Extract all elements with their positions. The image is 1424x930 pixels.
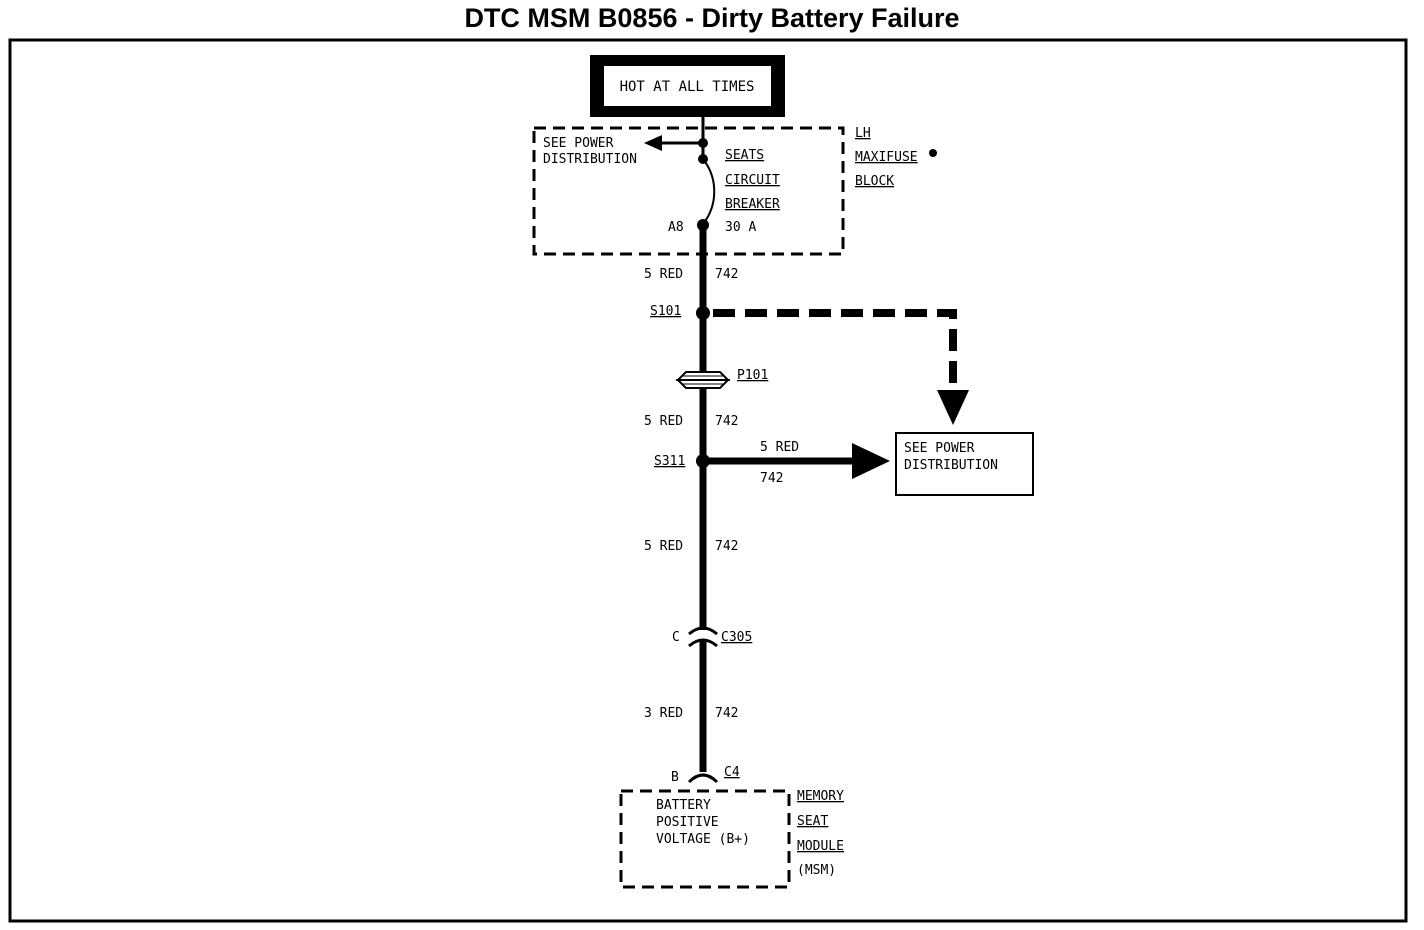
branch-color: 5 RED xyxy=(760,440,799,455)
arrow-left-icon xyxy=(644,135,662,151)
c4-pin: B xyxy=(671,770,679,785)
wire1-color: 5 RED xyxy=(644,267,683,282)
hot-label: HOT AT ALL TIMES xyxy=(620,79,755,95)
msm-name-4: (MSM) xyxy=(797,863,836,878)
wire2-color: 5 RED xyxy=(644,414,683,429)
c4-label: C4 xyxy=(724,765,740,780)
see-power-text-1: SEE POWER xyxy=(543,136,614,151)
block-name-2: MAXIFUSE xyxy=(855,150,918,165)
c305-pin: C xyxy=(672,630,680,645)
p101-label: P101 xyxy=(737,368,768,383)
msm-pin-line-1: BATTERY xyxy=(656,798,711,813)
grommet-p101 xyxy=(675,371,731,389)
msm-pin-line-3: VOLTAGE (B+) xyxy=(656,832,750,847)
arrow-right-icon xyxy=(852,443,890,479)
c305-label: C305 xyxy=(721,630,752,645)
maxifuse-block-outline xyxy=(532,126,845,256)
breaker-label-3: BREAKER xyxy=(725,197,780,212)
breaker-rating: 30 A xyxy=(725,220,756,235)
wire3-circuit: 742 xyxy=(715,539,738,554)
wire1-circuit: 742 xyxy=(715,267,738,282)
wire4-circuit: 742 xyxy=(715,706,738,721)
block-name-1: LH xyxy=(855,126,871,141)
branch-circuit: 742 xyxy=(760,471,783,486)
dashed-branch-wire xyxy=(713,309,957,395)
breaker-label-2: CIRCUIT xyxy=(725,173,780,188)
breaker-label-1: SEATS xyxy=(725,148,764,163)
power-distribution-box: SEE POWER DISTRIBUTION xyxy=(895,432,1034,496)
bullet-icon xyxy=(929,149,937,157)
s311-label: S311 xyxy=(654,454,685,469)
wire2-circuit: 742 xyxy=(715,414,738,429)
wire3-color: 5 RED xyxy=(644,539,683,554)
block-name-3: BLOCK xyxy=(855,174,894,189)
terminal-a8: A8 xyxy=(668,220,684,235)
wire4-color: 3 RED xyxy=(644,706,683,721)
circuit-breaker-symbol xyxy=(702,158,716,225)
connector-c305 xyxy=(688,626,718,648)
msm-name-2: SEAT xyxy=(797,814,828,829)
hot-at-all-times-box: HOT AT ALL TIMES xyxy=(590,55,785,117)
diagram-title: DTC MSM B0856 - Dirty Battery Failure xyxy=(464,3,960,33)
connector-c4 xyxy=(687,773,719,784)
s101-label: S101 xyxy=(650,304,681,319)
power-dist-line-1: SEE POWER xyxy=(904,441,975,456)
diagram-frame xyxy=(8,38,1408,923)
power-dist-line-2: DISTRIBUTION xyxy=(904,458,998,473)
msm-pin-line-2: POSITIVE xyxy=(656,815,719,830)
msm-name-3: MODULE xyxy=(797,839,844,854)
msm-module-outline xyxy=(619,789,791,889)
see-power-text-2: DISTRIBUTION xyxy=(543,152,637,167)
arrow-down-icon xyxy=(937,390,969,425)
msm-name-1: MEMORY xyxy=(797,789,844,804)
